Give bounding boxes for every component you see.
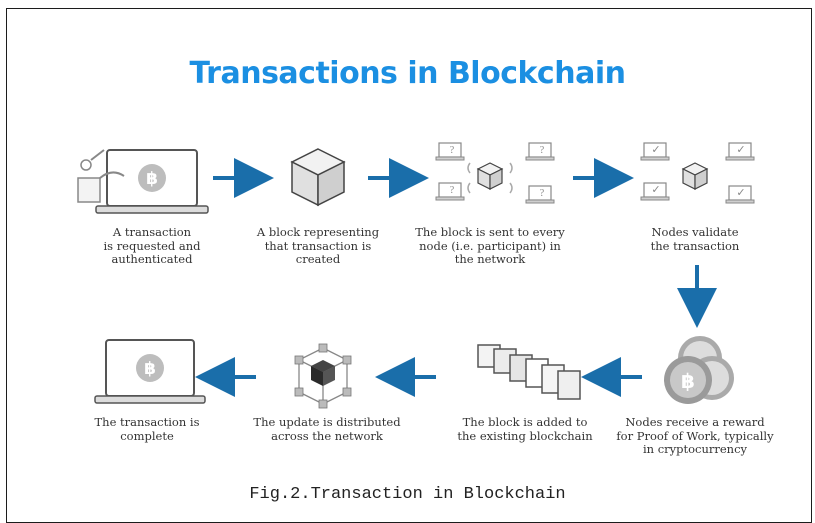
laptop-complete-icon: ฿: [94, 339, 206, 404]
blockchain-icon: [477, 344, 581, 400]
svg-text:✓: ✓: [736, 144, 745, 156]
bitcoin-symbol: ฿: [146, 169, 158, 189]
diagram-title: Transactions in Blockchain: [189, 56, 626, 91]
svg-text:?: ?: [540, 188, 545, 199]
svg-text:?: ?: [450, 145, 455, 156]
svg-text:✓: ✓: [651, 184, 660, 196]
validated-nodes-icon: ✓ ✓ ✓ ✓: [640, 142, 755, 204]
svg-text:?: ?: [540, 145, 545, 156]
bitcoin-symbol: ฿: [144, 359, 156, 379]
svg-text:✓: ✓: [651, 144, 660, 156]
svg-text:?: ?: [450, 185, 455, 196]
coin-symbol: ฿: [681, 369, 695, 393]
coin-reward-icon: ฿: [664, 336, 734, 404]
distributed-network-icon: [294, 343, 352, 409]
laptop-bitcoin-icon: ฿: [77, 149, 209, 214]
block-cube-icon: [291, 148, 345, 206]
network-broadcast-icon: ? ? ? ?: [435, 142, 555, 204]
figure-caption: Fig.2.Transaction in Blockchain: [249, 485, 566, 504]
svg-text:✓: ✓: [736, 187, 745, 199]
